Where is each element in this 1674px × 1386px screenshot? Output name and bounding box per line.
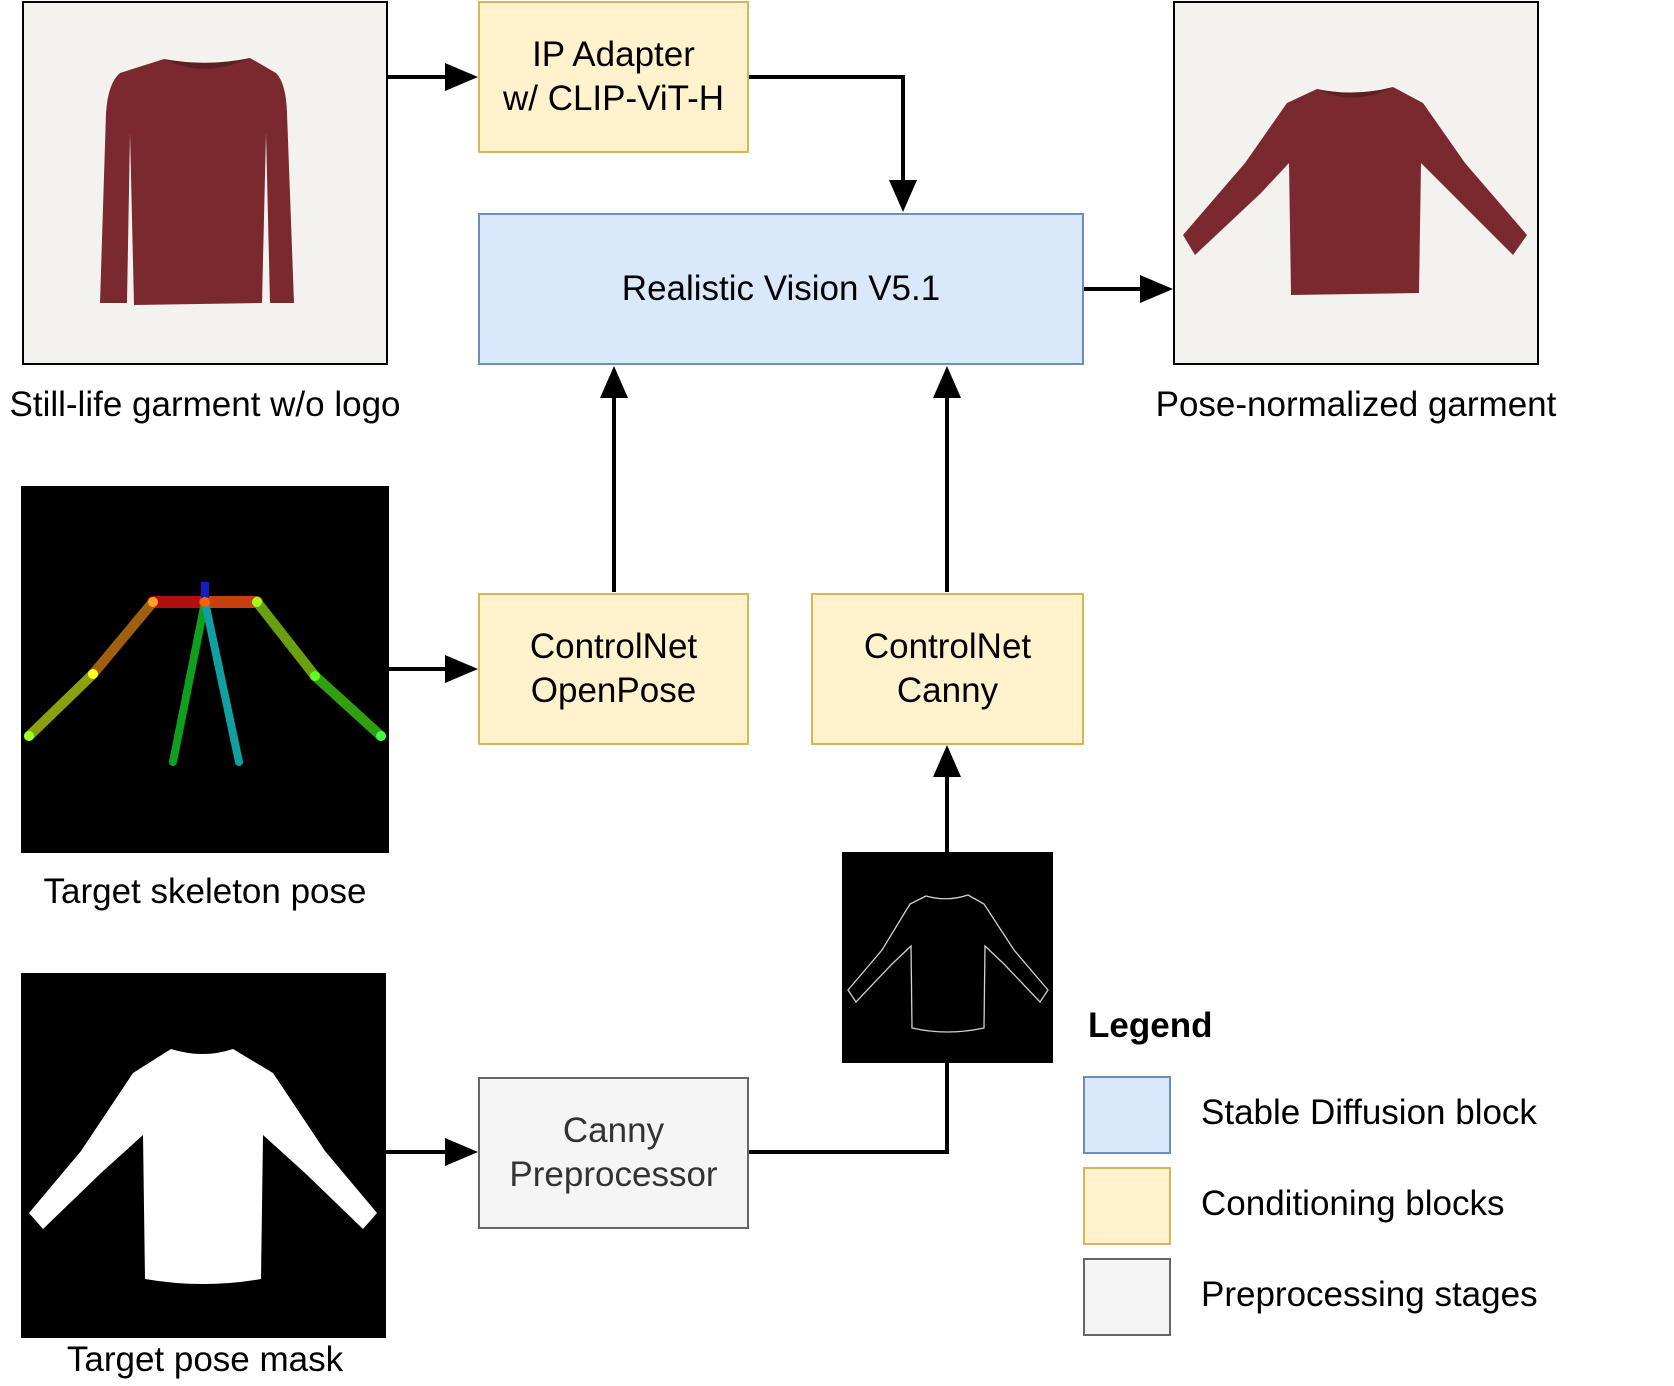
legend-swatch-conditioning [1083,1167,1171,1245]
canny-edge-image [842,852,1053,1063]
arrow-ipadapter-to-rv [749,75,917,212]
arrow-openpose-to-rv [600,366,628,592]
pose-normalized-garment-image [1173,1,1539,365]
canny-preprocessor-block: Canny Preprocessor [478,1077,749,1229]
arrow-rv-to-output [1084,275,1173,303]
arrow-preprocessor-to-edgeimage [749,1061,949,1154]
legend-label-preprocessing: Preprocessing stages [1201,1275,1538,1314]
controlnet-openpose-label: ControlNet OpenPose [529,627,698,710]
legend-swatch-preprocessing [1083,1258,1171,1336]
legend-swatch-stable-diffusion [1083,1076,1171,1154]
skeleton-graphic [24,582,386,766]
caption-still-life: Still-life garment w/o logo [9,385,401,424]
controlnet-canny-block: ControlNet Canny [811,593,1084,745]
garment-posed-graphic [1183,87,1527,295]
still-life-garment-image [22,1,388,365]
realistic-vision-label: Realistic Vision V5.1 [621,269,941,309]
ip-adapter-block: IP Adapter w/ CLIP-ViT-H [478,1,749,153]
arrow-mask-to-preprocessor [386,1138,478,1166]
arrow-stilllife-to-ipadapter [388,63,478,91]
mask-silhouette-graphic [29,1049,377,1284]
legend-title: Legend [1088,1006,1213,1045]
target-pose-mask-image [21,973,386,1338]
canny-preprocessor-label: Canny Preprocessor [509,1111,718,1194]
legend-label-stable-diffusion: Stable Diffusion block [1201,1093,1537,1132]
arrow-skeleton-to-openpose [389,655,478,683]
caption-target-skeleton: Target skeleton pose [43,872,367,911]
controlnet-openpose-block: ControlNet OpenPose [478,593,749,745]
realistic-vision-block: Realistic Vision V5.1 [478,213,1084,365]
ip-adapter-label: IP Adapter w/ CLIP-ViT-H [502,35,725,118]
caption-pose-normalized: Pose-normalized garment [1155,385,1557,424]
edge-outline-graphic [847,894,1049,1033]
arrow-edgeimage-to-cannycn [933,745,961,852]
target-skeleton-pose-image [21,486,389,853]
arrow-cannycn-to-rv [933,366,961,592]
controlnet-canny-label: ControlNet Canny [863,627,1032,710]
garment-front-graphic [100,58,294,305]
legend-label-conditioning: Conditioning blocks [1201,1184,1505,1223]
caption-target-mask: Target pose mask [66,1340,344,1379]
